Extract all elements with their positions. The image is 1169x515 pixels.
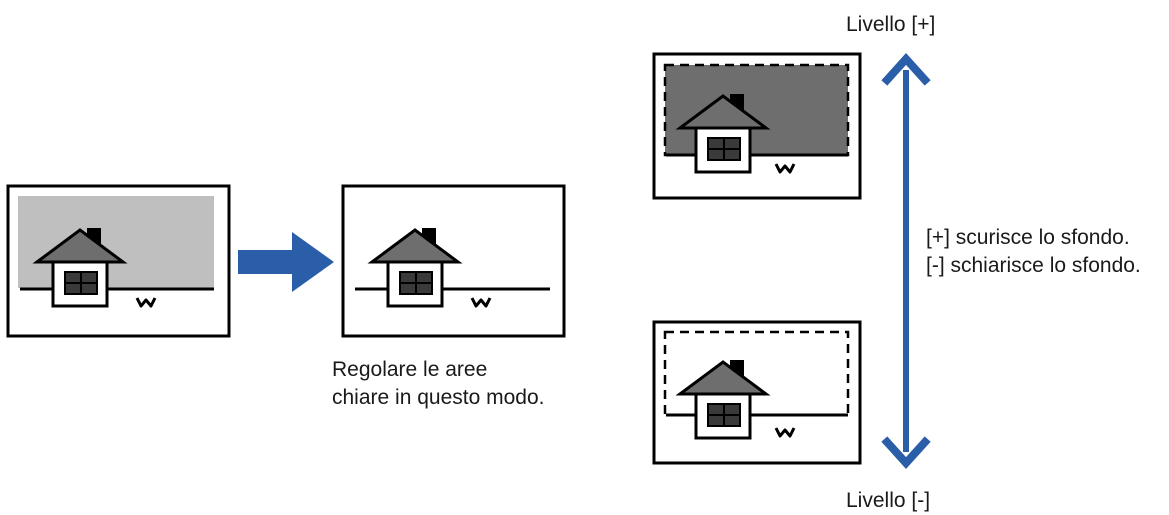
dashed-area bbox=[663, 330, 850, 417]
explanation-line-2: [-] schiarisce lo sfondo. bbox=[926, 254, 1141, 277]
level-minus-label: Livello [-] bbox=[846, 489, 931, 512]
caption-line-1: Regolare le aree bbox=[332, 358, 488, 381]
right-arrow-icon bbox=[238, 232, 334, 292]
caption-line-2: chiare in questo modo. bbox=[332, 386, 545, 409]
double-vertical-arrow-icon bbox=[881, 53, 931, 469]
light-background-area bbox=[18, 196, 214, 288]
level-plus-label: Livello [+] bbox=[846, 13, 936, 36]
explanation-line-1: [+] scurisce lo sfondo. bbox=[926, 226, 1130, 249]
dark-background-area bbox=[663, 63, 850, 157]
level-plus-panel bbox=[652, 52, 862, 200]
original-document-panel bbox=[6, 184, 231, 338]
level-minus-panel bbox=[652, 320, 862, 465]
adjusted-document-panel bbox=[341, 184, 566, 338]
